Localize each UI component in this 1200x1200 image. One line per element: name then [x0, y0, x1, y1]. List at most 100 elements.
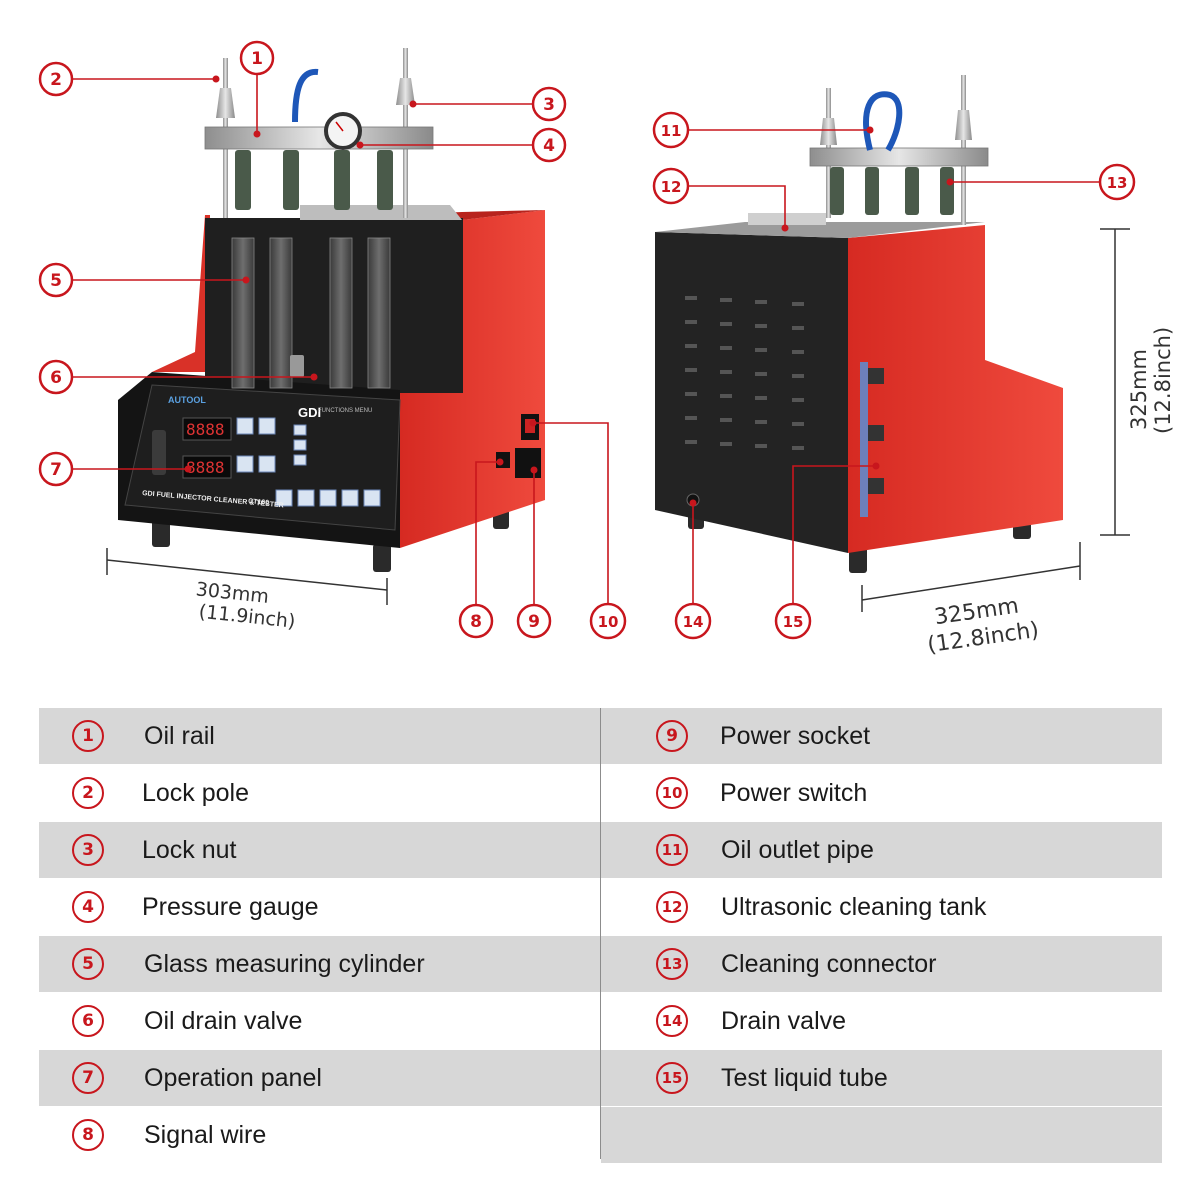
callout-11: 11: [652, 111, 690, 149]
legend-label: Drain valve: [721, 1006, 847, 1035]
legend-badge: 1: [72, 720, 104, 752]
legend-divider: [600, 708, 601, 1159]
legend-badge: 4: [72, 891, 104, 923]
svg-text:6: 6: [50, 368, 62, 388]
legend-label: Cleaning connector: [721, 949, 937, 978]
legend-row: 8 Signal wire: [39, 1107, 600, 1163]
width-in: (11.9inch): [198, 601, 297, 633]
leader-dots: [184, 75, 954, 507]
legend-label: Oil rail: [144, 721, 215, 750]
legend-row: 1 Oil rail: [39, 708, 600, 764]
legend-badge: 7: [72, 1062, 104, 1094]
oil-rail-rear: [809, 147, 989, 167]
injector-graphic: [152, 430, 166, 475]
callout-1: 1: [239, 40, 275, 76]
legend-label: Power socket: [720, 721, 871, 750]
legend-label: Signal wire: [144, 1120, 267, 1149]
panel-gdi: GDI: [298, 405, 321, 420]
legend-badge: 13: [656, 948, 688, 980]
svg-text:8: 8: [470, 612, 482, 632]
callout-3: 3: [531, 86, 567, 122]
svg-text:11: 11: [661, 122, 682, 140]
legend-badge: 12: [656, 891, 688, 923]
svg-text:3: 3: [543, 95, 555, 115]
legend-label: Lock pole: [142, 778, 250, 807]
legend-row: 4 Pressure gauge: [39, 879, 600, 935]
lock-nut-rear-right: [955, 110, 972, 140]
width-dimension: [106, 548, 388, 605]
red-left-panel: [152, 215, 210, 372]
test-liquid-tube: [860, 362, 868, 517]
front-view-machine: 8888 8888 AUTOOL GDI FUNCTIONS MENU GDI …: [118, 48, 545, 572]
oil-drain-valve-body: [290, 355, 304, 377]
height-mm: 325mm: [1127, 349, 1151, 430]
height-dimension: [1100, 228, 1130, 536]
panel-functions-title: FUNCTIONS MENU: [318, 408, 372, 414]
power-switch-rocker: [525, 419, 535, 433]
gauge-needle: [335, 121, 344, 132]
legend-row: 13 Cleaning connector: [601, 936, 1162, 992]
legend-row-empty: [601, 1107, 1162, 1163]
lock-nut-right: [396, 78, 415, 105]
svg-text:9: 9: [528, 612, 540, 632]
callout-5: 5: [38, 262, 74, 298]
vent-slots: [685, 296, 804, 450]
legend-row: 11 Oil outlet pipe: [601, 822, 1162, 878]
display-top: [182, 417, 232, 441]
svg-text:10: 10: [598, 613, 619, 631]
display-top-digits: 8888: [186, 420, 225, 439]
depth-dimension: [861, 542, 1081, 612]
svg-text:5: 5: [50, 271, 62, 291]
rear-black-panel: [655, 232, 848, 553]
legend-row: 15 Test liquid tube: [601, 1050, 1162, 1106]
leader-lines: [72, 75, 1100, 604]
legend-badge: 11: [656, 834, 688, 866]
lock-nut-left: [216, 88, 235, 118]
legend-badge: 6: [72, 1005, 104, 1037]
legend-label: Oil drain valve: [144, 1006, 303, 1035]
callout-6: 6: [38, 359, 74, 395]
legend-badge: 2: [72, 777, 104, 809]
top-surface: [655, 222, 985, 238]
glass-cylinders: [231, 237, 391, 389]
callout-8: 8: [458, 603, 494, 639]
callout-15: 15: [774, 602, 812, 640]
svg-text:13: 13: [1107, 174, 1128, 192]
callout-badges: 1 2 3 4 5 6 7 8 9 10 11 12 13 14 15: [38, 40, 1136, 640]
injectors: [235, 150, 393, 210]
legend-table: 1 Oil rail 2 Lock pole 3 Lock nut 4 Pres…: [39, 708, 1162, 1163]
oil-outlet-pipe-rear: [863, 91, 903, 152]
legend-label: Pressure gauge: [142, 892, 319, 921]
legend-row: 5 Glass measuring cylinder: [39, 936, 600, 992]
red-side-panel-rear: [848, 225, 1063, 553]
legend-label: Oil outlet pipe: [721, 835, 874, 864]
svg-text:7: 7: [50, 460, 62, 480]
legend-label: Glass measuring cylinder: [144, 949, 425, 978]
svg-text:4: 4: [543, 136, 555, 156]
callout-4: 4: [531, 127, 567, 163]
callout-14: 14: [674, 602, 712, 640]
display-bottom: [182, 455, 232, 479]
legend-badge: 10: [656, 777, 688, 809]
product-diagram: 8888 8888 AUTOOL GDI FUNCTIONS MENU GDI …: [38, 40, 1175, 658]
power-socket: [515, 448, 541, 478]
legend-label: Ultrasonic cleaning tank: [721, 892, 987, 921]
cleaning-connectors: [830, 167, 954, 215]
legend-row: 14 Drain valve: [601, 993, 1162, 1049]
oil-outlet-pipe: [292, 68, 319, 123]
legend-row: 2 Lock pole: [39, 765, 600, 821]
panel-buttons: [236, 417, 381, 507]
legend-badge: 14: [656, 1005, 688, 1037]
display-bottom-digits: 8888: [186, 458, 225, 477]
svg-text:2: 2: [50, 70, 62, 90]
legend-row: 6 Oil drain valve: [39, 993, 600, 1049]
legend-row: 10 Power switch: [601, 765, 1162, 821]
legend-label: Test liquid tube: [721, 1063, 888, 1092]
lock-nut-rear-left: [820, 118, 837, 145]
callout-13: 13: [1098, 163, 1136, 201]
tube-clips: [868, 368, 884, 494]
callout-9: 9: [516, 603, 552, 639]
callout-10: 10: [589, 602, 627, 640]
callout-7: 7: [38, 451, 74, 487]
foot: [373, 544, 391, 572]
